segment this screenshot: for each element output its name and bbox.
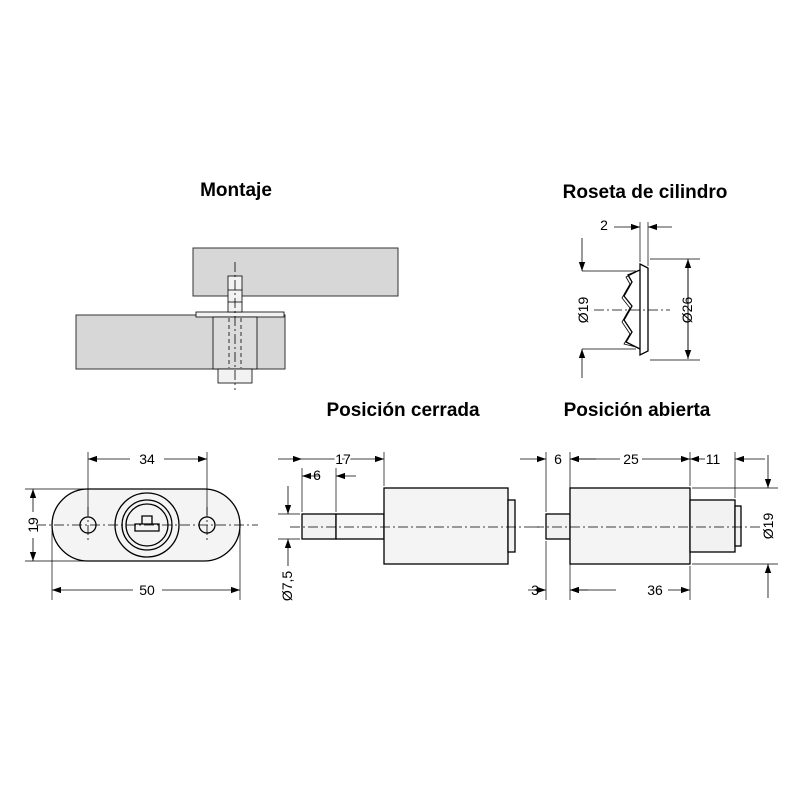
dim-open-offset: 3 <box>531 582 539 598</box>
dim-closed-length: 17 <box>335 451 351 467</box>
title-abierta: Posición abierta <box>564 400 711 421</box>
dim-open-body: 25 <box>623 451 639 467</box>
dim-front-holes: 34 <box>139 451 155 467</box>
closed-position-view: 17 6 Ø7,5 <box>278 449 540 602</box>
closed-rear-ring <box>507 499 516 553</box>
open-rear-ring <box>734 505 742 547</box>
roseta-view: Ø19 Ø26 2 <box>575 217 700 378</box>
dim-closed-pin-dia: Ø7,5 <box>279 571 295 602</box>
dim-front-total: 50 <box>139 582 155 598</box>
dim-open-dia: Ø19 <box>760 513 776 540</box>
dim-open-total: 36 <box>647 582 663 598</box>
title-montaje: Montaje <box>200 180 272 201</box>
dim-front-height: 19 <box>25 517 41 533</box>
montaje-view <box>75 247 399 390</box>
dim-roseta-outer-dia: Ø26 <box>679 297 695 324</box>
open-extension <box>689 499 736 553</box>
dim-roseta-inner-dia: Ø19 <box>575 297 591 324</box>
closed-body <box>383 487 509 565</box>
closed-pin <box>301 513 337 540</box>
front-view: 34 50 19 <box>25 451 258 600</box>
closed-shaft <box>335 513 385 540</box>
dim-closed-pin: 6 <box>313 467 321 483</box>
title-roseta: Roseta de cilindro <box>563 182 728 203</box>
dim-open-ext: 11 <box>706 451 721 467</box>
dim-roseta-thickness: 2 <box>600 217 608 233</box>
roseta-profile <box>639 262 649 357</box>
latch-flange <box>195 311 285 318</box>
dim-open-pin: 6 <box>554 451 562 467</box>
open-position-view: 6 25 11 3 36 Ø19 <box>520 451 778 600</box>
upper-board <box>192 247 399 297</box>
open-pin <box>545 513 571 540</box>
open-body <box>569 487 691 565</box>
keyway-icon <box>134 515 160 532</box>
title-cerrada: Posición cerrada <box>326 400 480 421</box>
